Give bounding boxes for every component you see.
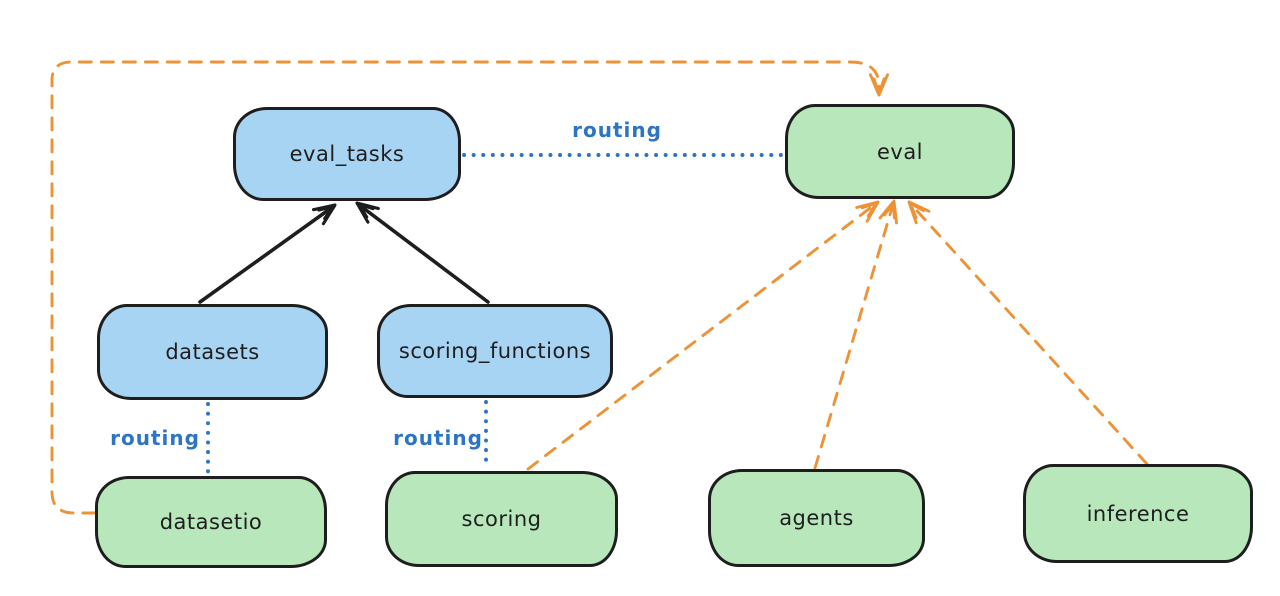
edge-label-routing-eval-tasks-eval: routing: [572, 118, 662, 142]
node-datasetio: datasetio: [95, 476, 327, 568]
node-scoring-label: scoring: [461, 507, 542, 531]
node-agents-label: agents: [779, 506, 854, 530]
edge-agents-to-eval: [813, 199, 898, 470]
node-inference: inference: [1023, 464, 1253, 563]
node-datasets: datasets: [97, 304, 328, 400]
edge-label-routing-scoring-functions-scoring: routing: [393, 426, 483, 450]
node-agents: agents: [708, 469, 925, 567]
node-datasetio-label: datasetio: [159, 510, 263, 534]
node-eval-tasks: eval_tasks: [233, 107, 461, 201]
edge-inference-to-eval: [907, 200, 1149, 466]
node-inference-label: inference: [1086, 501, 1190, 526]
edge-scoring-functions-to-eval-tasks: [355, 201, 490, 304]
edge-datasetio-to-eval: [50, 60, 890, 515]
edge-label-routing-datasets-datasetio: routing: [110, 426, 200, 450]
edge-scoring-to-eval: [526, 200, 880, 471]
node-datasets-label: datasets: [165, 340, 260, 364]
node-scoring-functions-label: scoring_functions: [398, 339, 592, 363]
node-scoring-functions: scoring_functions: [377, 304, 613, 398]
node-eval: eval: [785, 104, 1015, 199]
node-eval-tasks-label: eval_tasks: [289, 142, 405, 166]
node-eval-label: eval: [876, 139, 924, 164]
edge-datasets-to-eval-tasks: [198, 203, 337, 304]
node-scoring: scoring: [385, 471, 618, 567]
